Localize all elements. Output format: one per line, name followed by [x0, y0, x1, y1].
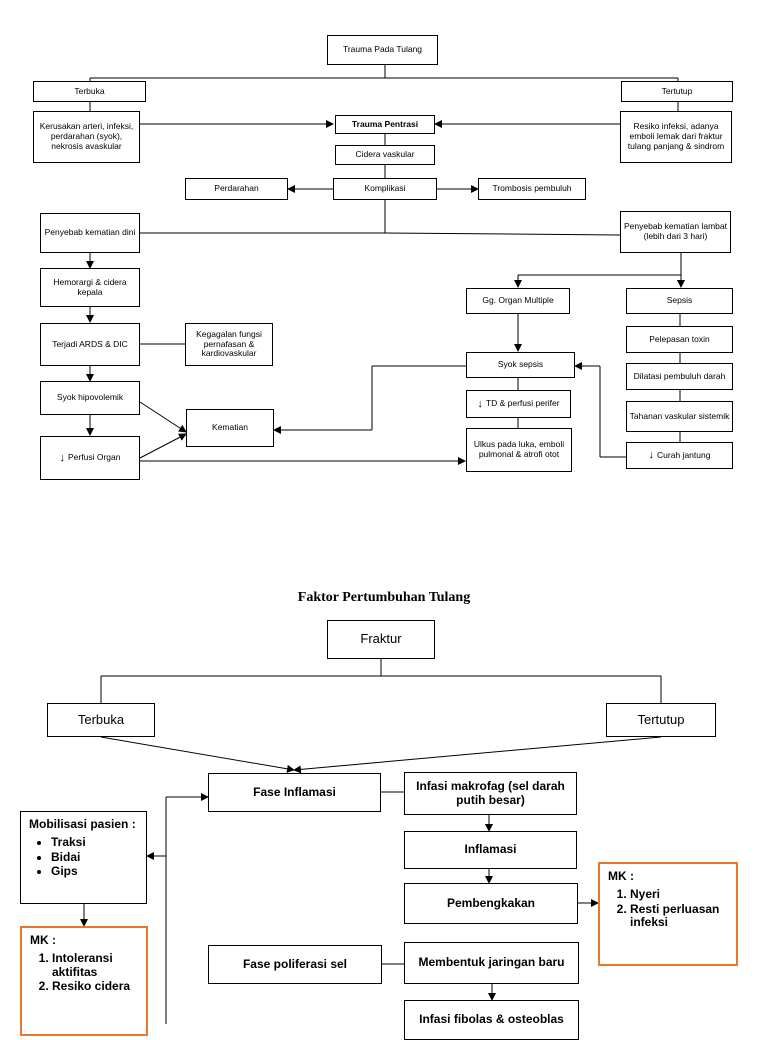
down-arrow-icon: ↓ — [648, 449, 655, 462]
mobilisasi-box: Mobilisasi pasien : Traksi Bidai Gips — [20, 811, 147, 904]
kegagalan-label: Kegagalan fungsi pernafasan & kardiovask… — [196, 328, 262, 359]
fase-inflamasi-label: Fase Inflamasi — [253, 784, 336, 799]
perfusi-organ-label: Perfusi Organ — [68, 452, 121, 463]
kematian-lambat-label: Penyebab kematian lambat (lebih dari 3 h… — [623, 221, 727, 241]
gg-organ-label: Gg. Organ Multiple — [482, 295, 554, 306]
mk2-box: MK : Nyeri Resti perluasan infeksi — [598, 862, 738, 966]
cidera-vaskular-box: Cidera vaskular — [335, 145, 435, 165]
mobilisasi-item: Bidai — [51, 850, 138, 865]
mobilisasi-title: Mobilisasi pasien : — [29, 817, 136, 831]
curah-label: Curah jantung — [657, 449, 711, 460]
infasi-fibolas-box: Infasi fibolas & osteoblas — [404, 1000, 579, 1040]
kematian-dini-label: Penyebab kematian dini — [44, 227, 136, 238]
mk1-box: MK : Intoleransi aktifitas Resiko cidera — [20, 926, 148, 1036]
dilatasi-label: Dilatasi pembuluh darah — [633, 370, 726, 381]
membentuk-box: Membentuk jaringan baru — [404, 942, 579, 984]
syok-sepsis-box: Syok sepsis — [466, 352, 575, 378]
membentuk-label: Membentuk jaringan baru — [418, 955, 565, 970]
komplikasi-label: Komplikasi — [364, 183, 406, 194]
sepsis-box: Sepsis — [626, 288, 733, 314]
td-perfusi-box: ↓TD & perfusi perifer — [466, 390, 571, 418]
diagram2-title: Faktor Pertumbuhan Tulang — [297, 590, 471, 605]
down-arrow-icon: ↓ — [477, 397, 483, 410]
trombosis-label: Trombosis pembuluh — [492, 183, 572, 194]
tahanan-box: Tahanan vaskular sistemik — [626, 401, 733, 432]
mk2-title: MK : — [608, 869, 634, 883]
pembengkakan-label: Pembengkakan — [446, 895, 536, 910]
mobilisasi-item: Traksi — [51, 835, 138, 850]
resiko-box: Resiko infeksi, adanya emboli lemak dari… — [620, 111, 732, 163]
kerusakan-box: Kerusakan arteri, infeksi, perdarahan (s… — [33, 111, 140, 163]
fraktur-box: Fraktur — [327, 620, 435, 659]
hemorargi-box: Hemorargi & cidera kepala — [40, 268, 140, 307]
td-perfusi-label: TD & perfusi perifer — [485, 398, 560, 409]
syok-hipovolemik-label: Syok hipovolemik — [56, 392, 124, 403]
syok-sepsis-label: Syok sepsis — [497, 359, 544, 370]
gg-organ-box: Gg. Organ Multiple — [466, 288, 570, 314]
fase-poliferasi-box: Fase poliferasi sel — [208, 945, 382, 984]
ards-label: Terjadi ARDS & DIC — [52, 338, 128, 349]
terbuka2-label: Terbuka — [77, 711, 125, 727]
tertutup-label: Tertutup — [661, 85, 693, 96]
sepsis-label: Sepsis — [666, 295, 693, 306]
kegagalan-box: Kegagalan fungsi pernafasan & kardiovask… — [185, 323, 273, 366]
tahanan-label: Tahanan vaskular sistemik — [629, 410, 730, 421]
terbuka-label: Terbuka — [74, 85, 105, 96]
ulkus-label: Ulkus pada luka, emboli pulmonal & atrof… — [473, 439, 565, 459]
komplikasi-box: Komplikasi — [333, 178, 437, 200]
syok-hipovolemik-box: Syok hipovolemik — [40, 381, 140, 415]
infasi-makrofag-label: Infasi makrofag (sel darah putih besar) — [416, 778, 565, 807]
trauma-box: Trauma Pada Tulang — [327, 35, 438, 65]
pentrasi-box: Trauma Pentrasi — [335, 115, 435, 134]
perdarahan-box: Perdarahan — [185, 178, 288, 200]
curah-box: ↓Curah jantung — [626, 442, 733, 469]
mk1-item: Resiko cidera — [52, 980, 138, 994]
hemorargi-label: Hemorargi & cidera kepala — [53, 276, 127, 297]
fase-poliferasi-label: Fase poliferasi sel — [242, 956, 348, 971]
perfusi-organ-box: ↓Perfusi Organ — [40, 436, 140, 480]
fase-inflamasi-box: Fase Inflamasi — [208, 773, 381, 812]
kematian-label: Kematian — [212, 422, 248, 433]
dilatasi-box: Dilatasi pembuluh darah — [626, 363, 733, 390]
inflamasi-box: Inflamasi — [404, 831, 577, 869]
perdarahan-label: Perdarahan — [214, 183, 259, 194]
fraktur-label: Fraktur — [360, 631, 402, 647]
resiko-label: Resiko infeksi, adanya emboli lemak dari… — [627, 121, 725, 151]
terbuka2-box: Terbuka — [47, 703, 155, 737]
pelepasan-box: Pelepasan toxin — [626, 326, 733, 353]
kematian-lambat-box: Penyebab kematian lambat (lebih dari 3 h… — [620, 211, 731, 253]
infasi-fibolas-label: Infasi fibolas & osteoblas — [419, 1012, 564, 1027]
trombosis-box: Trombosis pembuluh — [478, 178, 586, 200]
kerusakan-label: Kerusakan arteri, infeksi, perdarahan (s… — [39, 121, 134, 151]
mk1-item: Intoleransi aktifitas — [52, 951, 138, 980]
pembengkakan-box: Pembengkakan — [404, 883, 578, 924]
tertutup2-label: Tertutup — [637, 711, 685, 727]
mobilisasi-item: Gips — [51, 865, 138, 879]
mk2-item: Resti perluasan infeksi — [630, 902, 728, 931]
mk1-title: MK : — [30, 933, 56, 947]
cidera-vaskular-label: Cidera vaskular — [355, 149, 415, 160]
tertutup2-box: Tertutup — [606, 703, 716, 737]
trauma-label: Trauma Pada Tulang — [342, 44, 423, 55]
pelepasan-label: Pelepasan toxin — [649, 333, 710, 344]
kematian-dini-box: Penyebab kematian dini — [40, 213, 140, 253]
infasi-makrofag-box: Infasi makrofag (sel darah putih besar) — [404, 772, 577, 815]
down-arrow-icon: ↓ — [59, 451, 66, 464]
ulkus-box: Ulkus pada luka, emboli pulmonal & atrof… — [466, 428, 572, 472]
terbuka-box: Terbuka — [33, 81, 146, 102]
pentrasi-label: Trauma Pentrasi — [351, 118, 419, 129]
kematian-box: Kematian — [186, 409, 274, 447]
tertutup-box: Tertutup — [621, 81, 733, 102]
ards-box: Terjadi ARDS & DIC — [40, 323, 140, 366]
mk2-item: Nyeri — [630, 887, 728, 902]
inflamasi-label: Inflamasi — [464, 842, 517, 857]
